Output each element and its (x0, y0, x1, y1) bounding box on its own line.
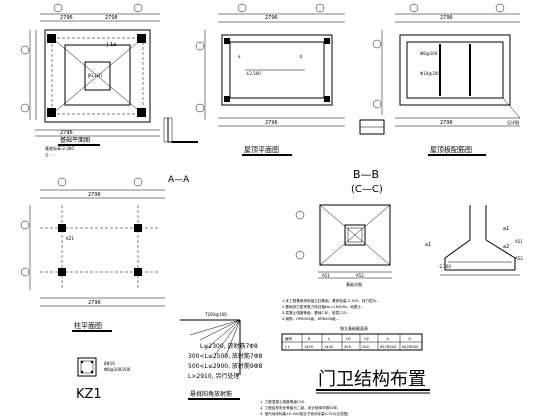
roof-mark-a: a (238, 54, 241, 59)
cantilever-title: 悬挑阳角放射筋 (190, 390, 232, 398)
roof-slab-plan: 2796 Φ8@100 Φ10@200 见详图 2796 屋顶板配筋图 (372, 3, 521, 156)
foundation-section-mark: J-1a (106, 42, 116, 48)
right-dim-a51: A51 (515, 239, 523, 244)
note-line-3: 3.混凝土强度等级：基础C30，垫层C15... (282, 310, 350, 315)
note-line-2: 2.基础持力层承载力特征值fak=160kPa，地基土... (282, 304, 364, 309)
table-cell-0-3: 300 (344, 345, 352, 349)
cantilever-line-2: 300<L≤2500, 放射筋7Φ8 (188, 352, 262, 360)
table-header-5: ① (386, 337, 389, 341)
slab-dim-top: 2796 (440, 15, 453, 21)
right-label-a2: a1 (503, 226, 509, 232)
table-cell-0-6: Φ12@200 (402, 345, 418, 349)
footer-line-3: 3. 室内地坪标高±0.000相当于绝对标高4.750(见总图). (260, 411, 350, 416)
footer-line-1: 1. 工程混凝土强度等级C30. (260, 399, 305, 404)
right-dim-a52: A52 (515, 256, 523, 261)
kz1-label: KZ1 (76, 387, 102, 402)
foundation-dim-top: 2796 (60, 15, 73, 21)
foundation-elev-note: 基底标高-2.300 (45, 145, 74, 151)
table-header-3: H1 (346, 337, 351, 341)
section-bb-dim-1: A51 (322, 273, 330, 278)
roof-mark-b: b (300, 54, 303, 59)
foundation-dim-top-2: 2798 (105, 15, 118, 21)
table-header-4: H2 (364, 337, 369, 341)
table-cell-0-2: 1400 (324, 345, 334, 349)
table-cell-0-5: Φ12@200 (380, 345, 396, 349)
column-dim-top: 2796 (88, 192, 101, 198)
kz1-rebar-1: 8Φ16 (104, 361, 115, 366)
slab-rebar-2: Φ10@200 (420, 71, 440, 76)
right-label-a3: a2 (503, 244, 509, 250)
foundation-beam-label: JKL1(1) (87, 73, 103, 78)
cantilever-line-1: L≤2300, 放射筋7Φ8 (200, 342, 258, 350)
table-header-2: L (328, 337, 330, 341)
right-elev: -2.300 (438, 264, 451, 269)
table-cell-0-0: J-1 (284, 345, 290, 349)
right-foundation-section: a1 a1 a2 A51 A52 -2.300 (425, 205, 523, 276)
main-title-block: 门卫结构布置 1. 工程混凝土强度等级C30. 2. 工程结构安全等级为二级，设… (260, 369, 430, 416)
cantilever-line-3: 500<L≤2900, 放射筋9Φ8 (188, 362, 262, 370)
center-detail (359, 119, 385, 135)
section-bb-dim-2: A52 (356, 273, 364, 278)
main-title: 门卫结构布置 (318, 369, 426, 390)
table-header-0: 编号 (285, 336, 293, 341)
foundation-dim-bottom: 2796 (60, 130, 73, 136)
table-header-1: B (308, 337, 311, 341)
column-plan: 2796 KZ1 2796 柱平面图 (20, 177, 165, 332)
foundation-title: 基础平面图 (60, 136, 90, 144)
note-line-4: 4.钢筋：HPB300级，HRB400级... (282, 316, 339, 321)
note-line-1: 1.本工程基础采用独立柱基础，基底标高-2.300，持力层为... (282, 298, 380, 303)
footer-line-2: 2. 工程结构安全等级为二级，设计使用年限50年. (260, 405, 339, 410)
slab-rebar-1: Φ8@100 (420, 51, 438, 56)
column-dim-bottom: 2796 (88, 300, 101, 306)
right-label-a1: a1 (425, 242, 431, 248)
table-header-6: ② (408, 337, 411, 341)
cantilever-note-top: T200@100 (204, 312, 227, 317)
roof-title: 屋顶平面图 (244, 146, 279, 154)
foundation-plan: 2796 2798 JKL1(1) J-1a 2796 基础平面图 基底标高-2… (20, 3, 160, 157)
cantilever-line-4: L>2910, 另行处理 (188, 372, 239, 380)
roof-dim-bottom: 2796 (265, 120, 278, 126)
kz1-rebar-2: Φ8@100/200 (104, 367, 131, 372)
roof-dim-top: 2796 (265, 15, 278, 21)
table-caption: 独立基础截面表 (340, 325, 368, 331)
foundation-tie-note: 注：... (45, 152, 55, 157)
slab-dim-bottom: 2796 (440, 120, 453, 126)
column-kz-label: KZ1 (66, 236, 74, 241)
roof-plan: 2796 ±2.500 a b 2796 屋顶平面图 (195, 3, 345, 156)
cantilever-detail: T200@100 L≤2300, 放射筋7Φ8 300<L≤2500, 放射筋7… (180, 312, 262, 400)
slab-title: 屋顶板配筋图 (430, 145, 472, 154)
foundation-table: 独立基础截面表 编号 B L H1 H2 ① ② J-1 1400 1400 3… (281, 325, 423, 351)
column-title: 柱平面图 (74, 321, 102, 330)
kz1-detail: 8Φ16 Φ8@100/200 KZ1 (76, 357, 131, 402)
table-cell-0-1: 1400 (304, 345, 314, 349)
section-aa-title: A—A (168, 175, 190, 185)
table-cell-0-4: 200 (362, 345, 370, 349)
section-aa: A—A (163, 117, 198, 185)
roof-elev: ±2.500 (246, 71, 261, 76)
section-bb-sub: (C—C) (351, 184, 383, 195)
slab-ref: 见详图 (507, 119, 519, 125)
section-bb: B—B (C—C) A51 A52 基础详图 (295, 168, 392, 287)
section-bb-title: B—B (353, 168, 379, 181)
section-bb-caption: 基础详图 (346, 281, 362, 287)
notes-block: 1.本工程基础采用独立柱基础，基底标高-2.300，持力层为... 2.基础持力… (282, 298, 380, 321)
